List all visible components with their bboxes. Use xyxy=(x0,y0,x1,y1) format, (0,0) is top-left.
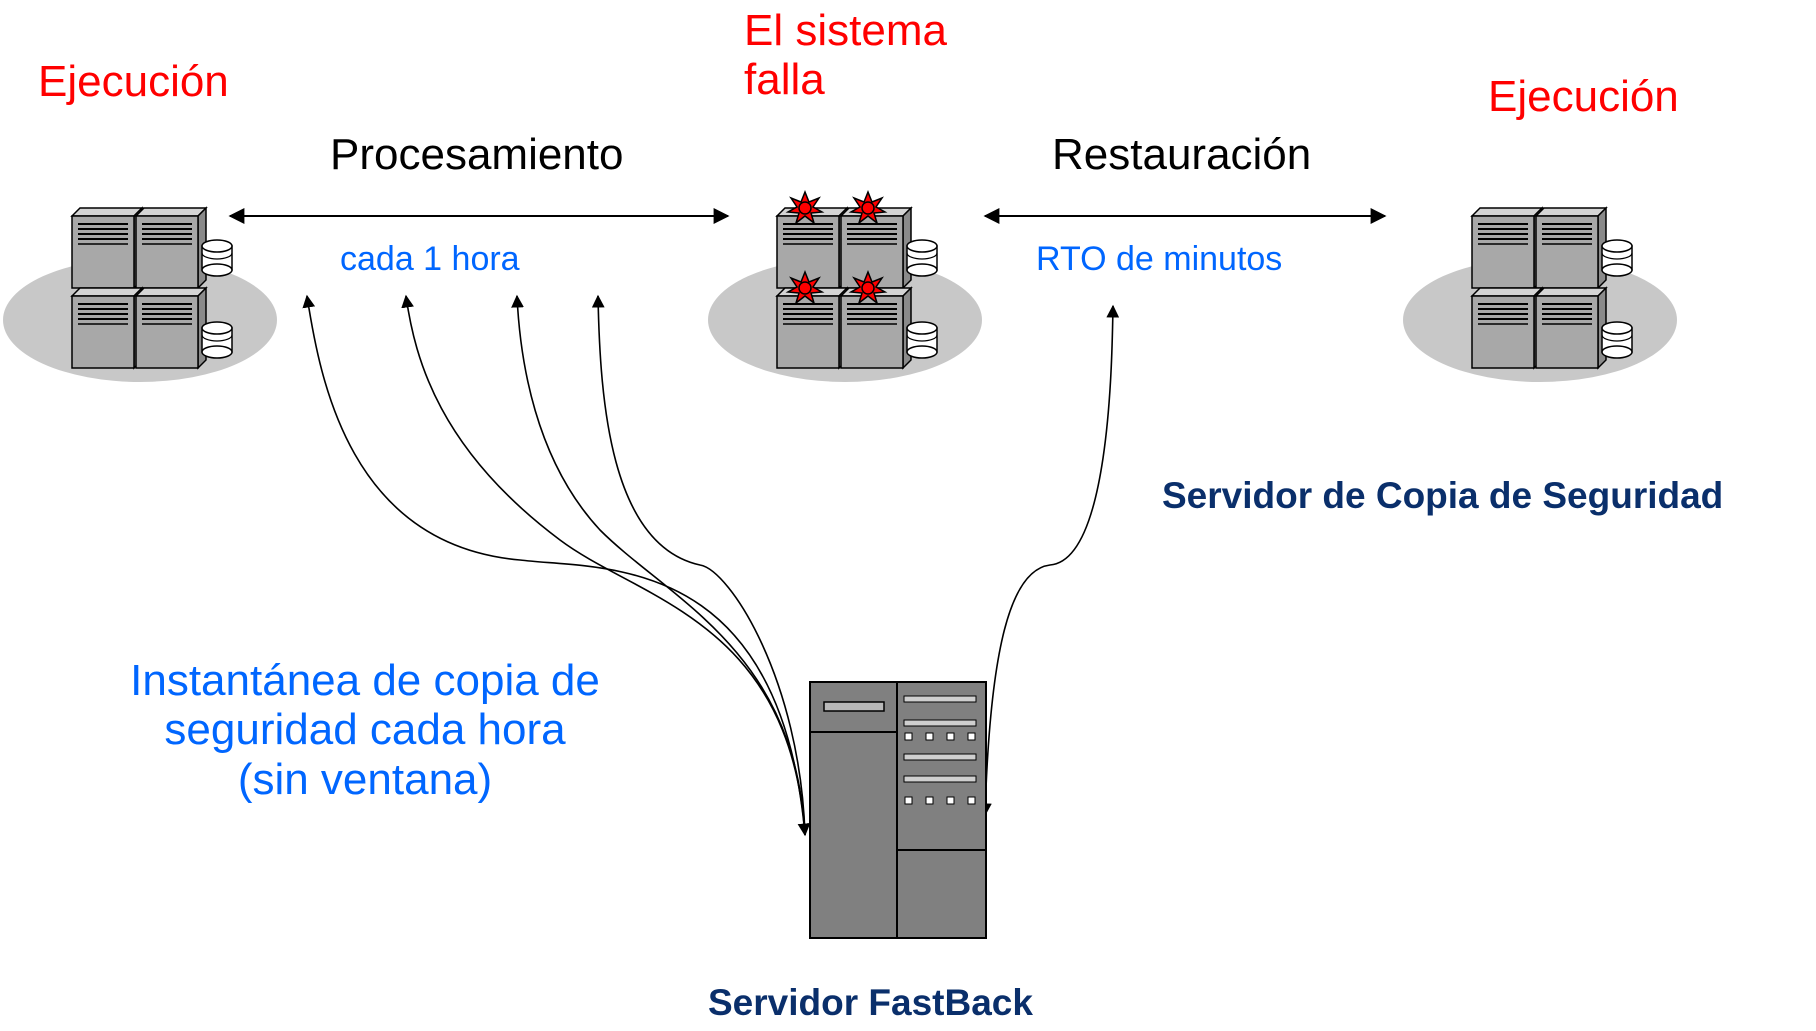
left-server-cluster xyxy=(3,208,277,382)
failure-state-label: El sistema falla xyxy=(744,6,947,105)
snapshot-curve-2 xyxy=(401,294,806,836)
snapshot-curve-1 xyxy=(302,294,811,837)
snapshot-line-1: Instantánea de copia de xyxy=(130,656,600,705)
right-state-label: Ejecución xyxy=(1488,72,1679,121)
fastback-server-icon xyxy=(809,681,987,939)
snapshot-line-2: seguridad cada hora xyxy=(164,705,566,755)
restoration-label: Restauración xyxy=(1052,130,1312,179)
snapshot-annotation: Instantánea de copia de seguridad cada h… xyxy=(100,656,630,804)
snapshot-curve-4 xyxy=(591,294,806,836)
processing-label: Procesamiento xyxy=(330,130,624,179)
failed-server-cluster xyxy=(708,191,982,382)
restore-curve xyxy=(978,304,1120,817)
backup-server-label: Servidor de Copia de Seguridad xyxy=(1162,475,1724,516)
rto-label: RTO de minutos xyxy=(1036,240,1283,278)
snapshot-curves xyxy=(302,294,1120,837)
snapshot-line-3: (sin ventana) xyxy=(237,754,493,804)
left-state-label: Ejecución xyxy=(38,57,229,106)
right-server-cluster xyxy=(1403,208,1677,382)
snapshot-curve-3 xyxy=(511,294,806,836)
processing-interval-label: cada 1 hora xyxy=(340,240,520,278)
fastback-server-label: Servidor FastBack xyxy=(708,982,1033,1023)
